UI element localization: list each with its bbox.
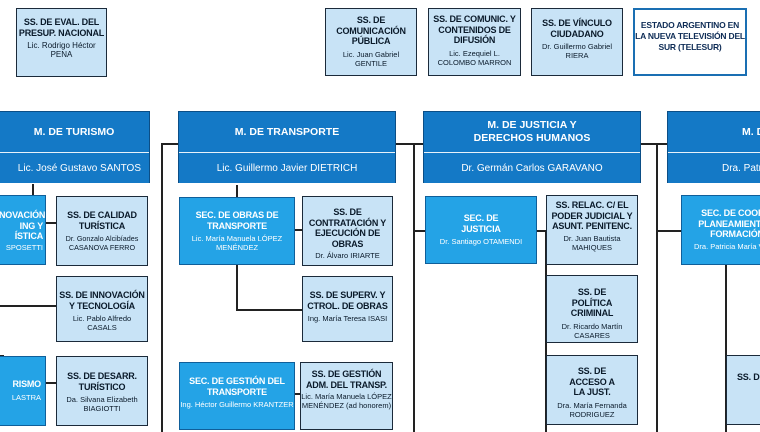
connector — [294, 393, 300, 395]
box-person: Dr. Juan Bautista MAHIQUES — [563, 233, 621, 252]
org-box-sec-justicia: SEC. DE JUSTICIA Dr. Santiago OTAMENDI — [425, 196, 537, 264]
box-title: SS. DE DESARR. TURÍSTICO — [67, 371, 137, 392]
box-title: SS. RELAC. C/ EL PODER JUDICIAL Y ASUNT.… — [551, 200, 633, 231]
box-title: NOVACIÓN, ING Y ÍSTICA — [0, 210, 46, 241]
ministry-title: M. DE TURISMO — [0, 112, 149, 153]
box-person: Dra. María Fernanda RODRIGUEZ — [557, 400, 627, 419]
box-title: SS. DE CONTRATACIÓN Y EJECUCIÓN DE OBRAS — [308, 207, 387, 249]
box-title: SS. DE COMUNIC. Y CONTENIDOS DE DIFUSIÓN — [433, 14, 516, 45]
ministry-title: M. DE JUSTICIA Y DERECHOS HUMANOS — [424, 112, 640, 153]
box-person: Da. Silvana Elizabeth BIAGIOTTI — [66, 395, 138, 413]
box-title: SS. DE INNOVACIÓN Y TECNOLOGÍA — [59, 290, 145, 311]
org-box-ss-desarrollo-turistico: SS. DE DESARR. TURÍSTICO Da. Silvana Eli… — [56, 356, 148, 426]
connector — [236, 309, 302, 311]
org-box-ss-innovacion-tecnologia: SS. DE INNOVACIÓN Y TECNOLOGÍA Lic. Pabl… — [56, 276, 148, 342]
org-box-ss-superv-obras: SS. DE SUPERV. Y CTROL. DE OBRAS Ing. Ma… — [302, 276, 393, 342]
ministry-title: M. DE — [668, 112, 760, 153]
connector — [0, 305, 56, 307]
connector — [413, 143, 415, 432]
box-title: SS. DE COMUNICACIÓN PÚBLICA — [336, 15, 406, 46]
org-box-ss-vinculo-ciudadano: SS. DE VÍNCULO CIUDADANO Dr. Guillermo G… — [531, 8, 623, 76]
connector — [413, 230, 425, 232]
connector — [396, 143, 424, 145]
box-person: Lic. Juan Gabriel GENTILE — [342, 49, 400, 68]
box-person: Dr. Ricardo Martín CASARES — [561, 321, 623, 340]
org-box-sec-coord-planeamiento: SEC. DE COORD. PLANEAMIENTO Y FORMACIÓN … — [681, 195, 760, 265]
ministry-partial-right: M. DE Dra. Patricia — [667, 111, 760, 183]
connector — [236, 185, 238, 197]
connector — [0, 355, 4, 357]
ministry-turismo: M. DE TURISMO Lic. José Gustavo SANTOS — [0, 111, 150, 183]
ministry-minister: Lic. Guillermo Javier DIETRICH — [179, 153, 395, 183]
box-person: Lic. María Manuela LÓPEZ MENÉNDEZ (ad ho… — [301, 392, 392, 410]
connector — [545, 230, 547, 432]
connector — [656, 230, 681, 232]
connector — [294, 229, 302, 231]
org-box-ss-calidad-turistica: SS. DE CALIDAD TURÍSTICA Dr. Gonzalo Alc… — [56, 196, 148, 266]
box-person: LASTRA — [11, 392, 41, 402]
org-box-sec-gestion-transporte: SEC. DE GESTIÓN DEL TRANSPORTE Ing. Héct… — [179, 362, 295, 430]
org-box-ss-contenidos-difusion: SS. DE COMUNIC. Y CONTENIDOS DE DIFUSIÓN… — [428, 8, 521, 76]
box-title: RISMO — [12, 379, 41, 389]
org-box-ss-gestion-adm-transp: SS. DE GESTIÓN ADM. DEL TRANSP. Lic. Mar… — [300, 362, 393, 430]
connector — [236, 265, 238, 310]
box-person: Lic. María Manuela LÓPEZ MENÉNDEZ — [191, 234, 283, 252]
box-title: ESTADO ARGENTINO EN LA NUEVA TELEVISIÓN … — [635, 20, 745, 52]
box-title: SS. DE GESTIÓN ADM. DEL TRANSP. — [306, 369, 387, 390]
box-title: SS. DE VÍNCULO CIUDADANO — [542, 18, 612, 39]
ministry-minister: Lic. José Gustavo SANTOS — [0, 153, 149, 183]
org-box-telesur: ESTADO ARGENTINO EN LA NUEVA TELEVISIÓN … — [633, 8, 747, 76]
box-title: SEC. DE COORD. PLANEAMIENTO Y FORMACIÓN — [698, 208, 760, 239]
box-person: SPOSETTI — [5, 242, 43, 252]
box-title: SS. DE CALIDAD TURÍSTICA — [67, 210, 137, 231]
org-box-turismo-partial-2: RISMO LASTRA — [0, 356, 46, 426]
ministry-transporte: M. DE TRANSPORTE Lic. Guillermo Javier D… — [178, 111, 396, 183]
box-person: Lic. Pablo Alfredo CASALS — [72, 314, 132, 332]
connector — [656, 143, 658, 432]
box-title: SEC. DE OBRAS DE TRANSPORTE — [195, 210, 279, 231]
org-box-ss-acceso-justicia: SS. DE ACCESO A LA JUST. Dra. María Fern… — [546, 355, 638, 425]
org-box-ss-eval-presupuesto: SS. DE EVAL. DEL PRESUP. NACIONAL Lic. R… — [16, 8, 107, 77]
ministry-minister: Dra. Patricia — [668, 153, 760, 183]
box-title: SEC. DE GESTIÓN DEL TRANSPORTE — [189, 376, 285, 397]
connector — [725, 230, 727, 432]
box-person: Dr. Guillermo Gabriel RIERA — [541, 42, 613, 60]
box-person: Lic. Rodrigo Héctor PENA — [27, 41, 96, 59]
connector — [161, 143, 163, 432]
connector — [161, 143, 179, 145]
org-box-ss-contratacion-obras: SS. DE CONTRATACIÓN Y EJECUCIÓN DE OBRAS… — [302, 196, 393, 266]
box-person: Dra. Patricia María VÁSQ — [694, 241, 760, 251]
connector — [640, 143, 668, 145]
box-title: SS. DE COORD. — [737, 372, 760, 382]
org-box-sec-obras-transporte: SEC. DE OBRAS DE TRANSPORTE Lic. María M… — [179, 197, 295, 265]
org-box-ss-relac-poder-judicial: SS. RELAC. C/ EL PODER JUDICIAL Y ASUNT.… — [546, 195, 638, 265]
box-title: SS. DE ACCESO A LA JUST. — [569, 366, 615, 397]
box-title: SS. DE SUPERV. Y CTROL. DE OBRAS — [307, 290, 388, 311]
org-box-ss-comunicacion-publica: SS. DE COMUNICACIÓN PÚBLICA Lic. Juan Ga… — [325, 8, 417, 76]
box-title: SS. DE POLÍTICA CRIMINAL — [570, 287, 614, 318]
ministry-justicia: M. DE JUSTICIA Y DERECHOS HUMANOS Dr. Ge… — [423, 111, 641, 183]
org-box-turismo-partial-1: NOVACIÓN, ING Y ÍSTICA SPOSETTI — [0, 195, 46, 265]
box-person: Ing. Héctor Guillermo KRANTZER — [180, 400, 294, 409]
ministry-minister: Dr. Germán Carlos GARAVANO — [424, 153, 640, 183]
connector — [537, 230, 545, 232]
ministry-title: M. DE TRANSPORTE — [179, 112, 395, 153]
org-box-ss-coord-partial: SS. DE COORD. — [726, 355, 760, 425]
box-person: Dr. Gonzalo Alcibíades CASANOVA FERRO — [65, 234, 139, 252]
box-person: Dr. Álvaro IRIARTE — [315, 251, 380, 260]
org-box-ss-politica-criminal: SS. DE POLÍTICA CRIMINAL Dr. Ricardo Mar… — [546, 275, 638, 343]
box-title: SS. DE EVAL. DEL PRESUP. NACIONAL — [18, 17, 105, 38]
box-person: Dr. Santiago OTAMENDI — [439, 237, 523, 246]
box-person: Lic. Ezequiel L. COLOMBO MARRON — [437, 48, 512, 67]
box-title: SEC. DE JUSTICIA — [461, 213, 501, 234]
box-person: Ing. María Teresa ISASI — [307, 314, 388, 323]
